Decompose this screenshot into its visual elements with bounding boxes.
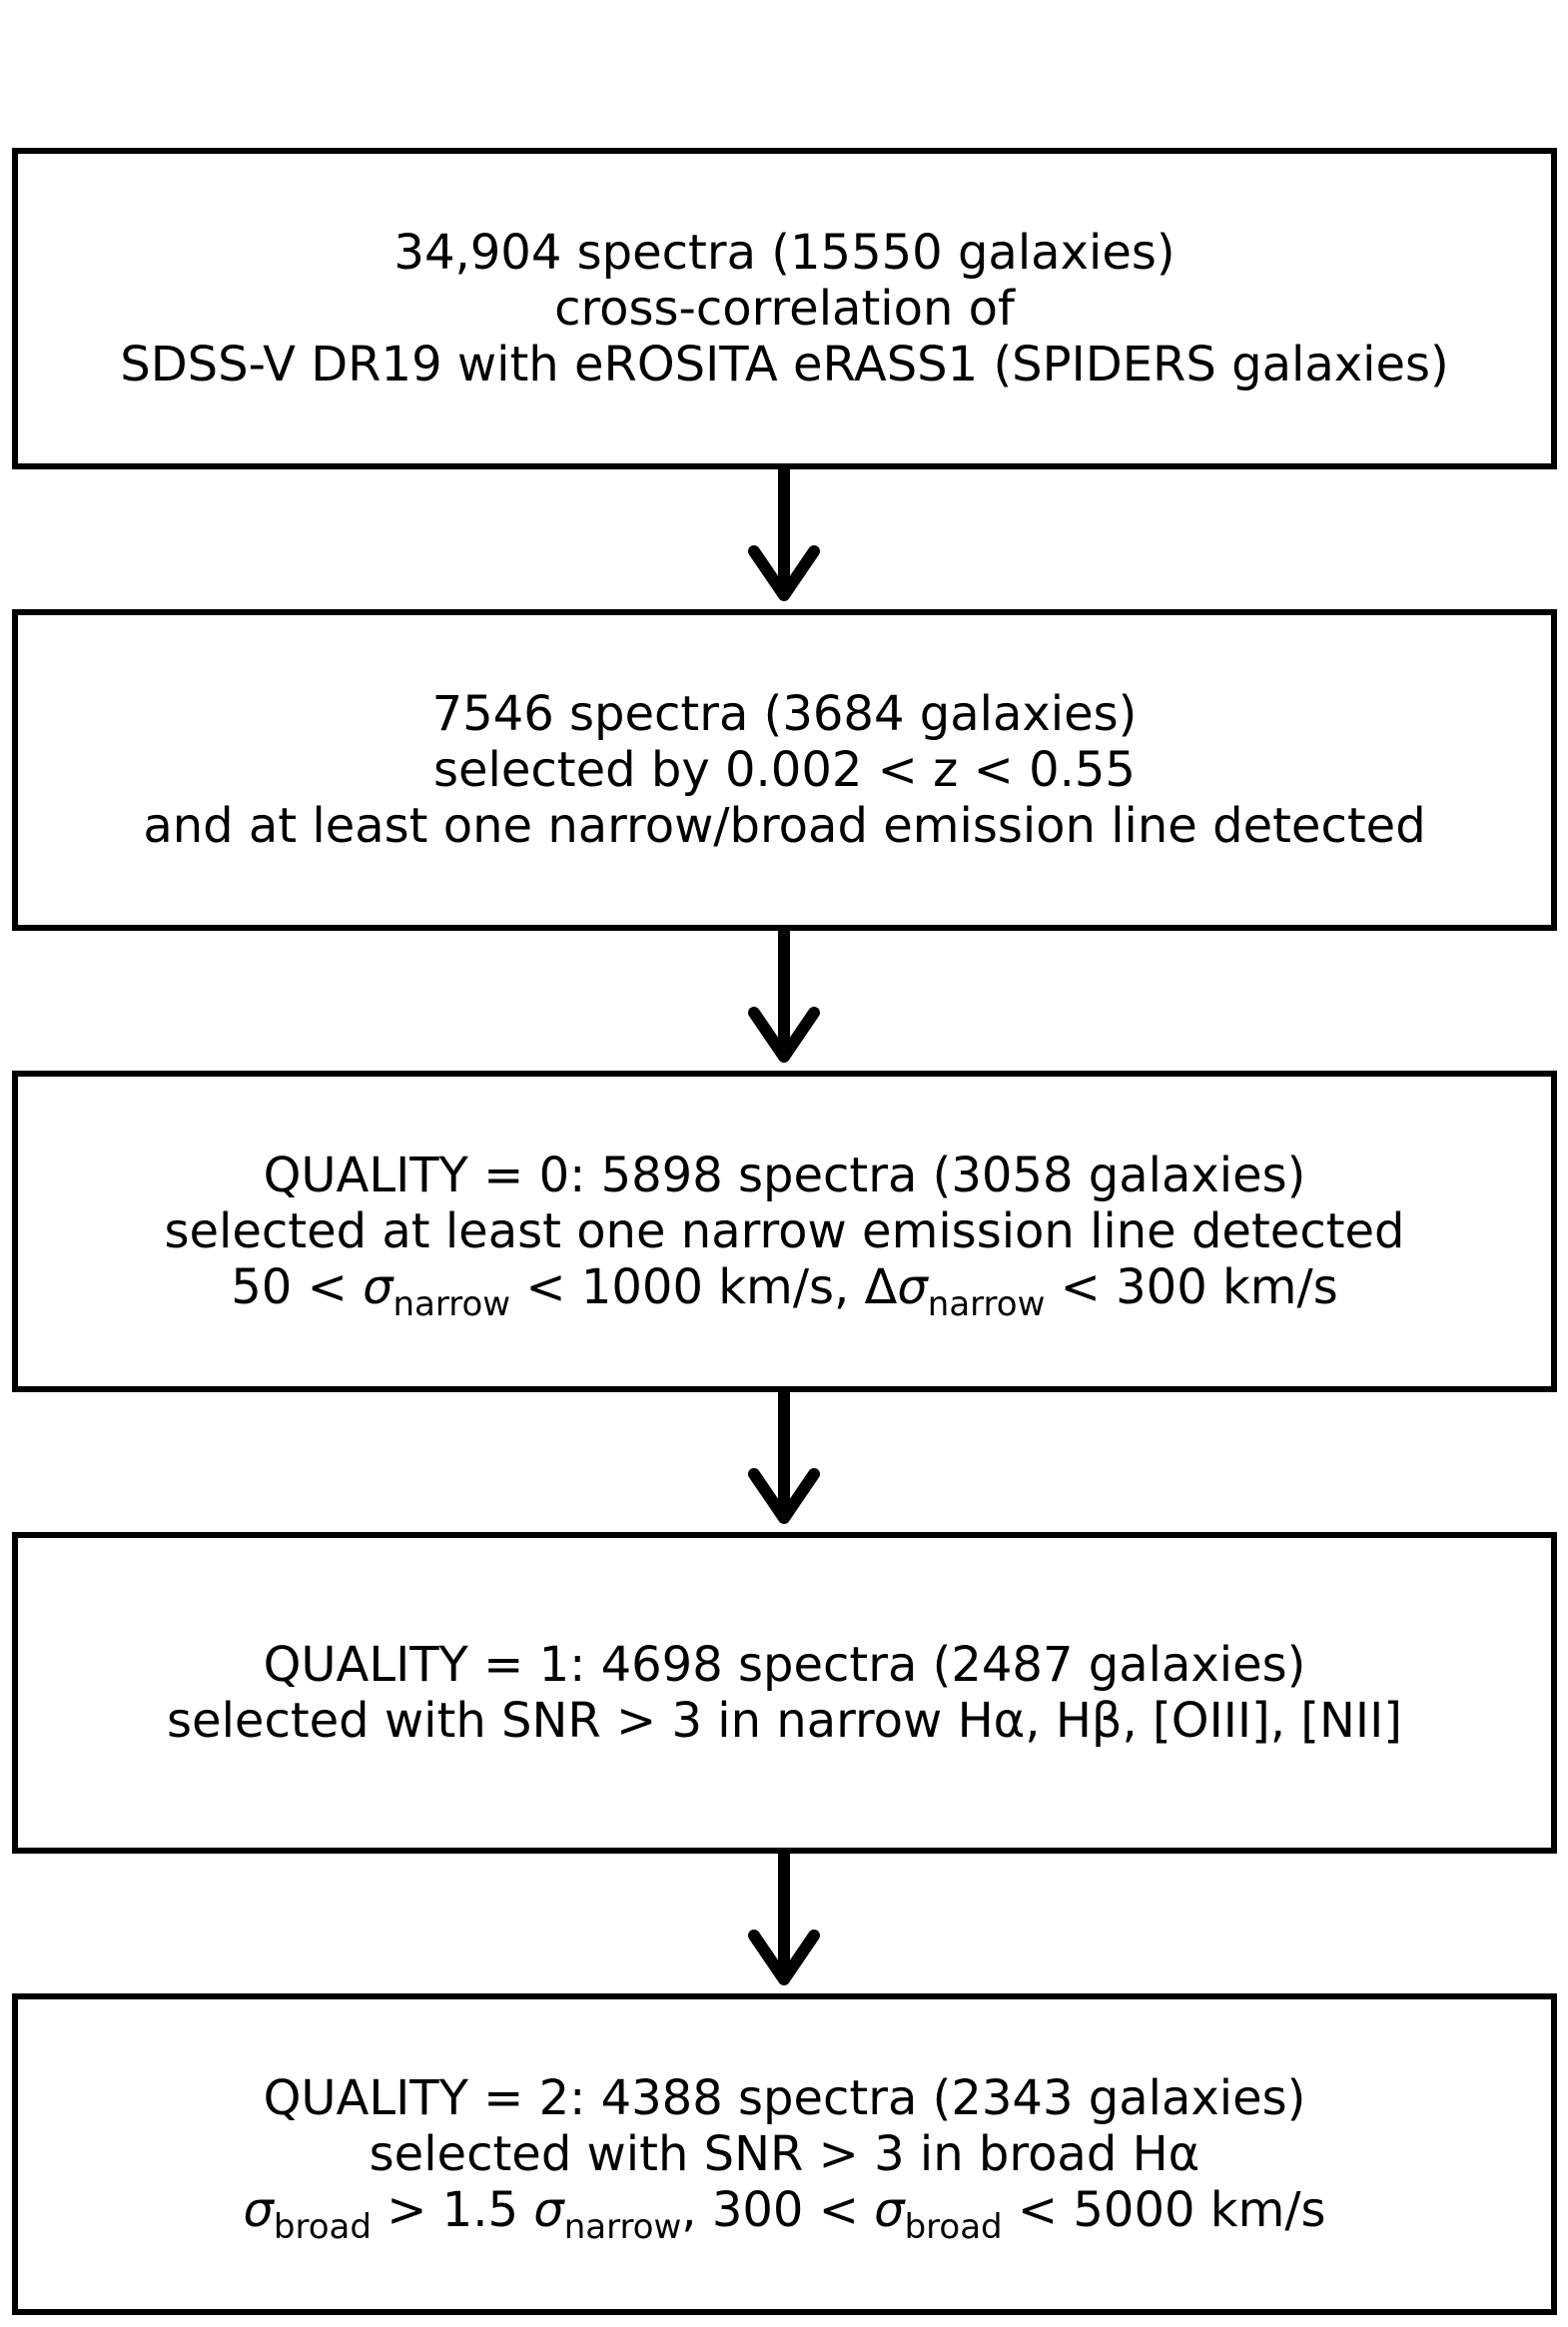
sigma-symbol: σ [874,2182,905,2238]
box-3-part-1: 50 < [231,1259,364,1315]
flow-box-3-text: QUALITY = 0: 5898 spectra (3058 galaxies… [164,1148,1405,1321]
down-arrow-3 [748,1390,820,1524]
down-arrow-1 [748,467,820,601]
subscript-broad: broad [904,2207,1003,2247]
subscript-narrow: narrow [392,1284,511,1324]
box-2-line-3: and at least one narrow/broad emission l… [143,798,1426,854]
box-1-line-2: cross-correlation of [554,281,1015,337]
flow-box-2: 7546 spectra (3684 galaxies) selected by… [12,609,1557,931]
box-1-line-3: SDSS-V DR19 with eROSITA eRASS1 (SPIDERS… [120,337,1449,392]
box-5-part-1: > 1.5 [371,2182,534,2238]
flow-box-5-text: QUALITY = 2: 4388 spectra (2343 galaxies… [243,2070,1326,2244]
subscript-broad: broad [273,2207,372,2247]
sigma-symbol: σ [243,2182,274,2238]
flow-box-1: 34,904 spectra (15550 galaxies) cross-co… [12,148,1557,469]
sigma-symbol: σ [533,2182,564,2238]
flow-box-5: QUALITY = 2: 4388 spectra (2343 galaxies… [12,1993,1557,2315]
box-2-line-2: selected by 0.002 < z < 0.55 [433,742,1136,798]
box-5-part-3: < 5000 km/s [1002,2182,1326,2238]
flow-box-4: QUALITY = 1: 4698 spectra (2487 galaxies… [12,1532,1557,1854]
down-arrow-2 [748,929,820,1063]
box-1-line-1: 34,904 spectra (15550 galaxies) [393,225,1176,281]
box-5-line-3: σbroad > 1.5 σnarrow, 300 < σbroad < 500… [243,2182,1326,2244]
box-2-line-1: 7546 spectra (3684 galaxies) [431,686,1138,742]
box-5-line-2: selected with SNR > 3 in broad Hα [369,2126,1200,2182]
box-4-line-1: QUALITY = 1: 4698 spectra (2487 galaxies… [263,1637,1306,1693]
flow-box-4-text: QUALITY = 1: 4698 spectra (2487 galaxies… [167,1637,1402,1749]
subscript-narrow: narrow [563,2207,682,2247]
box-3-line-2: selected at least one narrow emission li… [164,1203,1405,1259]
box-3-line-3: 50 < σnarrow < 1000 km/s, Δσnarrow < 300… [164,1259,1404,1321]
sigma-symbol: σ [897,1259,928,1315]
down-arrow-4 [748,1852,820,1985]
box-3-line-1: QUALITY = 0: 5898 spectra (3058 galaxies… [263,1148,1306,1203]
box-3-part-3: < 300 km/s [1045,1259,1338,1315]
box-5-line-1: QUALITY = 2: 4388 spectra (2343 galaxies… [263,2070,1306,2126]
flow-box-2-text: 7546 spectra (3684 galaxies) selected by… [143,686,1425,854]
subscript-narrow: narrow [927,1284,1046,1324]
box-5-part-2: , 300 < [681,2182,875,2238]
sigma-symbol: σ [363,1259,393,1315]
box-4-line-2: selected with SNR > 3 in narrow Hα, Hβ, … [167,1693,1402,1749]
box-3-part-2: < 1000 km/s, Δ [510,1259,898,1315]
flow-box-1-text: 34,904 spectra (15550 galaxies) cross-co… [120,225,1449,392]
flow-box-3: QUALITY = 0: 5898 spectra (3058 galaxies… [12,1071,1557,1392]
